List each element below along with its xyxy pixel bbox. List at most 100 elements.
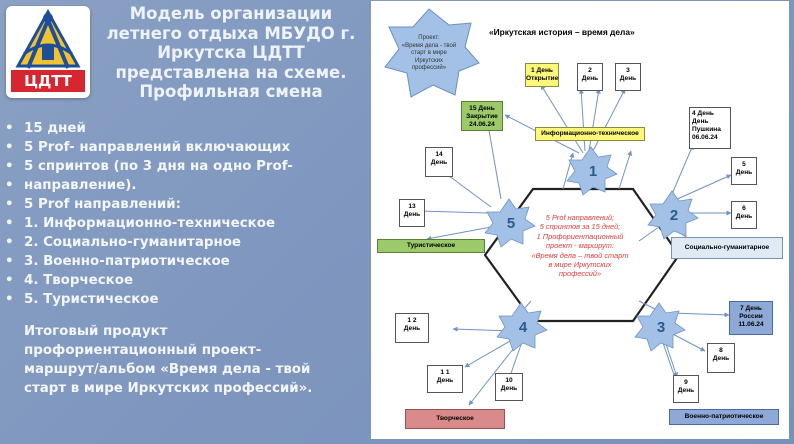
day-label: День (677, 387, 695, 394)
project-line: Иркутских (415, 57, 443, 64)
product-line: Итоговый продукт (24, 324, 168, 339)
project-line: «Время дела - твой (401, 42, 457, 49)
day-label: 11.06.24 (738, 321, 764, 328)
bullet-item: 1. Информационно-техническое (4, 214, 370, 233)
logo: ЦДТТ (6, 6, 90, 98)
final-product-text: Итоговый продукт профориентационный прое… (24, 322, 369, 398)
day-label: 8 (719, 347, 723, 354)
star-3 (634, 302, 686, 352)
star-3-number: 3 (656, 319, 666, 336)
compass-emblem-icon (11, 8, 85, 92)
center-line: 5 Prof направлений; (545, 213, 615, 222)
bullet-item: 5. Туристическое (4, 290, 370, 309)
star-2-number: 2 (669, 207, 679, 224)
project-line: Проект: (418, 35, 440, 41)
day-label: Закрытие (466, 113, 498, 120)
day-label: России (739, 313, 763, 320)
direction-creative: Творческое (405, 409, 505, 429)
direction-military: Военно-патриотическое (669, 409, 779, 425)
project-line: профессий» (411, 65, 447, 72)
center-hexagon (483, 187, 681, 323)
star-5-number: 5 (506, 215, 516, 232)
center-line: в мире Иркутских (548, 260, 612, 270)
day-label: 13 (408, 203, 416, 210)
day-label: День (735, 169, 753, 176)
day-label: 9 (684, 379, 688, 386)
day-label: День (581, 75, 599, 82)
day-label: 2 (588, 67, 592, 74)
diagram-graphics (384, 8, 732, 406)
day-label: День (436, 377, 454, 384)
star-4-number: 4 (518, 319, 528, 336)
diagram-title: «Иркутская история – время дела» (489, 27, 635, 37)
project-star-shape (384, 8, 480, 98)
day-label: День (500, 385, 518, 392)
day-label: День (430, 159, 448, 166)
bullet-item: направление). (4, 176, 370, 195)
bullet-item: 2. Социально-гуманитарное (4, 233, 370, 252)
product-line: профориентационный проект- (24, 343, 262, 358)
logo-text: ЦДТТ (24, 72, 72, 90)
center-line: профессий» (558, 269, 602, 279)
bullet-item: 5 Prof- направлений включающих (4, 138, 370, 157)
day-label: 5 (742, 161, 746, 168)
day-label: 6 (742, 205, 746, 212)
bullet-item: 5 спринтов (по 3 дня на одно Prof- (4, 157, 370, 176)
center-line: 5 спринтов за 15 дней; (539, 222, 621, 232)
bullet-list: 15 дней 5 Prof- направлений включающих 5… (4, 119, 370, 309)
numbered-stars (484, 146, 699, 352)
day-label: День (692, 118, 709, 125)
bullet-item: 5 Prof направлений: (4, 195, 370, 214)
diagram-panel: 1 2 3 4 5 «Иркутская история – время дел… (371, 1, 789, 439)
day-label: 10 (505, 377, 513, 384)
star-5 (484, 198, 536, 248)
star-1-number: 1 (588, 163, 598, 180)
star-4 (496, 302, 548, 352)
product-line: маршрут/альбом «Время дела - твой (24, 362, 311, 377)
project-line: старт в мире (411, 50, 447, 57)
direction-social: Социально-гуманитарное (671, 237, 783, 259)
day-label: День (403, 325, 421, 332)
day-label: 3 (626, 67, 630, 74)
day-label: День (619, 75, 637, 82)
direction-info: Информационно-техническое (535, 127, 645, 141)
day-label: 1 День (531, 67, 553, 74)
center-line: проект - маршрут: (546, 241, 614, 251)
day-label: Пушкина (692, 126, 721, 133)
day-label: День (403, 211, 421, 218)
star-1 (566, 146, 618, 196)
center-line: «Время дела – твой старт (531, 250, 629, 260)
page-title: Модель организации летнего отдыха МБУДО … (106, 4, 356, 101)
day-label: 14 (435, 151, 443, 158)
bullet-item: 4. Творческое (4, 271, 370, 290)
day-label: 4 День (692, 110, 714, 117)
day-label: 7 День (740, 305, 762, 312)
product-line: старт в мире Иркутских профессий». (24, 381, 313, 396)
day-label: Открытие (526, 75, 559, 82)
bullet-item: 3. Военно-патриотическое (4, 252, 370, 271)
project-star-text: Проект: «Время дела - твой старт в мире … (397, 35, 461, 73)
bullet-item: 15 дней (4, 119, 370, 138)
day-label: День (712, 355, 730, 362)
day-label: 24.06.24 (469, 121, 495, 128)
center-line: 1 Профориентационный (536, 231, 624, 241)
day-label: 1 1 (440, 369, 450, 376)
center-text: 5 Prof направлений; 5 спринтов за 15 дне… (525, 213, 635, 279)
direction-tourist: Туристическое (377, 239, 485, 253)
day-label: 1 2 (407, 317, 417, 324)
